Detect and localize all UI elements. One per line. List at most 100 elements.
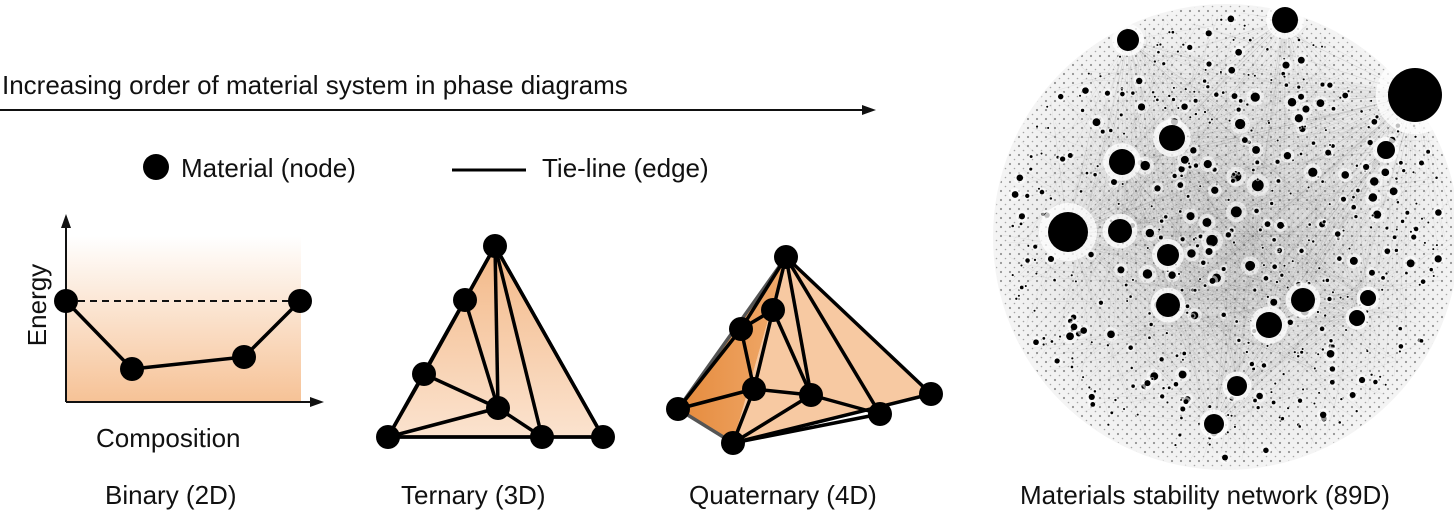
- network-node: [1246, 103, 1249, 106]
- network-node: [1110, 411, 1114, 415]
- network-edge: [1119, 385, 1238, 404]
- network-node: [1085, 171, 1089, 175]
- network-node: [1180, 237, 1185, 242]
- quaternary-node: [919, 382, 943, 406]
- network-edge: [1213, 335, 1338, 425]
- network-node: [1283, 152, 1292, 160]
- network-node: [1256, 405, 1260, 410]
- network-node: [1193, 90, 1196, 93]
- network-node: [1177, 182, 1184, 188]
- network-edge: [1108, 324, 1270, 327]
- network-hub-node: [1048, 212, 1088, 252]
- network-node: [1119, 55, 1122, 58]
- network-hub-node: [1377, 141, 1395, 159]
- network-node: [1235, 48, 1243, 56]
- binary-caption: Binary (2D): [105, 480, 237, 510]
- quaternary-node: [666, 397, 690, 421]
- network-node: [1129, 295, 1132, 298]
- network-node: [1039, 189, 1045, 195]
- network-node: [1123, 408, 1126, 411]
- network-node: [1277, 221, 1285, 229]
- network-node: [1354, 214, 1358, 219]
- network-node: [1250, 92, 1260, 102]
- network-node: [1367, 139, 1373, 146]
- network-edge: [1236, 42, 1284, 387]
- network-node: [1029, 155, 1033, 159]
- network-edge: [1302, 125, 1369, 301]
- network-node: [1363, 163, 1370, 171]
- network-edge: [1121, 34, 1232, 163]
- network-edge: [1127, 39, 1157, 256]
- network-node: [1235, 320, 1239, 323]
- network-node: [1327, 82, 1333, 88]
- network-edge: [1026, 39, 1129, 324]
- network-node: [1208, 443, 1211, 446]
- network-node: [1079, 190, 1083, 193]
- network-edge: [1256, 19, 1286, 148]
- network-node: [1261, 246, 1264, 249]
- network-edge: [1127, 39, 1334, 402]
- network-node: [1185, 304, 1190, 309]
- network-node: [1370, 99, 1373, 102]
- network-node: [1329, 379, 1335, 385]
- network-node: [1059, 335, 1062, 338]
- network-node: [1172, 86, 1175, 89]
- network-node: [1316, 99, 1325, 108]
- network-edge: [1128, 297, 1369, 338]
- network-edge: [1040, 230, 1121, 358]
- network-edge: [1084, 137, 1173, 287]
- network-node: [1280, 273, 1284, 277]
- order-arrow: [0, 105, 876, 115]
- network-node: [1412, 171, 1415, 174]
- network-node: [1347, 90, 1350, 93]
- network-edge: [1167, 102, 1327, 306]
- network-node: [1054, 358, 1060, 364]
- network-edge: [1284, 19, 1425, 160]
- network-node: [1206, 234, 1218, 247]
- network-node: [1379, 375, 1382, 378]
- network-edge: [1006, 230, 1121, 294]
- network-node: [1266, 295, 1269, 299]
- network-edge: [1167, 275, 1291, 306]
- network-node: [1110, 178, 1118, 186]
- network-edge: [1118, 94, 1416, 102]
- network-node: [1168, 271, 1176, 279]
- network-node: [1263, 276, 1269, 281]
- network-edge: [1119, 182, 1436, 232]
- network-nodes: [1008, 1, 1454, 464]
- network-hub-node: [1291, 288, 1315, 312]
- network-node: [1245, 350, 1249, 354]
- network-node: [1203, 284, 1207, 288]
- network-node: [1180, 155, 1189, 164]
- network-node: [1256, 392, 1263, 400]
- network-node: [1071, 357, 1074, 360]
- network-node: [1370, 373, 1373, 376]
- network-edge: [1104, 268, 1215, 425]
- network-edge: [1213, 291, 1358, 425]
- network-edge: [1146, 19, 1286, 240]
- network-node: [1381, 275, 1385, 280]
- network-node: [1093, 390, 1097, 393]
- composition-axis-label: Composition: [96, 423, 241, 453]
- network-node: [1325, 278, 1330, 283]
- network-edge: [1119, 165, 1223, 232]
- network-node: [1221, 267, 1226, 272]
- network-edge: [1119, 230, 1422, 238]
- network-node: [1203, 160, 1212, 169]
- page-title: Increasing order of material system in p…: [2, 70, 628, 100]
- ternary-node: [486, 396, 510, 420]
- network-edge: [1121, 73, 1211, 163]
- network-node: [1298, 425, 1302, 428]
- network-node: [1432, 275, 1435, 278]
- network-node: [1136, 77, 1143, 85]
- quaternary-node: [721, 431, 745, 455]
- network-edge: [1174, 94, 1416, 171]
- network-edge: [1173, 317, 1358, 425]
- network-node: [1423, 241, 1426, 244]
- network-edge: [1258, 19, 1286, 202]
- network-node: [1275, 280, 1279, 284]
- network-edge: [1076, 134, 1121, 232]
- network-node: [1302, 388, 1305, 391]
- network-node: [1297, 398, 1303, 403]
- network-node: [1426, 149, 1431, 154]
